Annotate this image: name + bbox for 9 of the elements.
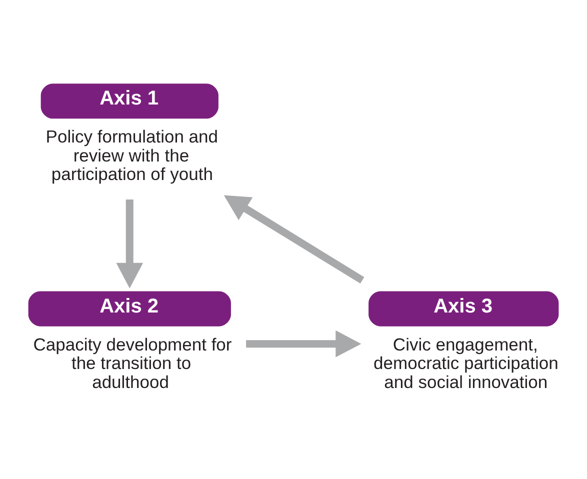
node-box: Axis 3 — [368, 290, 559, 326]
node-box: Axis 1 — [40, 83, 218, 118]
arrow — [116, 199, 144, 288]
node-label: Capacity development for the transition to adulthood — [33, 334, 232, 392]
node-label: Policy formulation and review with the participation of youth — [46, 126, 218, 184]
arrow — [224, 194, 364, 284]
node-box: Axis 2 — [28, 290, 231, 326]
node-label: Civic engagement, democratic participation and social innovation — [374, 334, 558, 392]
arrow — [246, 330, 362, 357]
